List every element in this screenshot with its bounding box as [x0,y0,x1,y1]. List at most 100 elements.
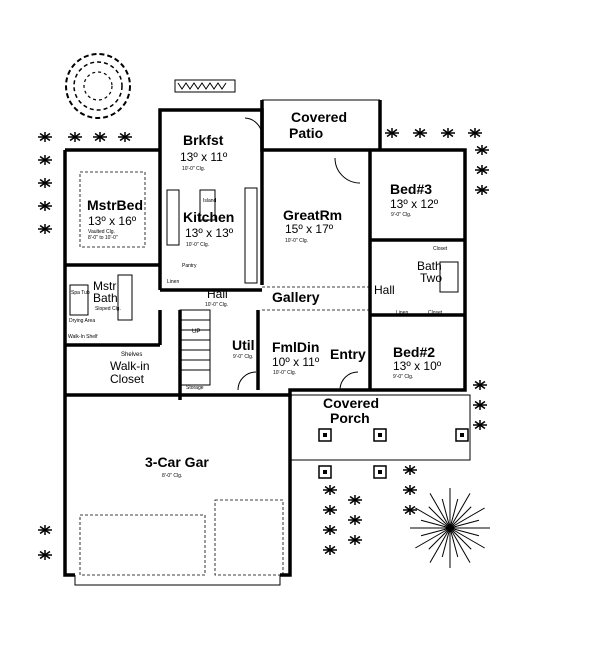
room-name-walk-in-closet: Walk-in [110,359,150,373]
room-name-gallery: Gallery [272,289,320,305]
palm-icon [475,145,489,155]
palm-icon [348,515,362,525]
palm-icon [403,465,417,475]
room-name-mstr-bed: MstrBed [87,197,143,213]
label-walk-in-shelf: Walk-In Shelf [68,334,98,340]
label-closet-bed3: Closet [433,246,448,252]
room-name-great-rm: GreatRm [283,207,342,223]
label-pantry: Pantry [182,263,197,269]
ceiling-great-rm: 10'-0" Clg. [285,238,308,244]
palm-icon [323,485,337,495]
room-name-walk-in-closet-2: Closet [110,372,145,386]
spa-tub [69,284,89,316]
ceiling-garage: 8'-0" Clg. [162,473,182,479]
room-size-brkfst: 13º x 11º [180,150,228,164]
ceiling-range-mstr-bed: 8'-0" to 10'-0" [88,235,118,241]
palm-icon [323,525,337,535]
room-name-covered-porch-2: Porch [330,410,370,426]
room-name-covered-porch: Covered [323,395,379,411]
palm-icon [38,550,52,560]
room-name-covered-patio: Covered [291,109,347,125]
ceiling-fml-din: 10'-0" Clg. [273,370,296,376]
room-name-hall-center: Hall [207,287,228,301]
palm-icon [323,545,337,555]
label-stairs-up: UP [192,329,200,335]
room-name-entry: Entry [330,346,366,362]
room-name-hall-right: Hall [374,283,395,297]
palm-icon [38,178,52,188]
kitchen-counter [166,189,180,246]
room-size-bed3: 13º x 12º [390,197,439,211]
room-name-covered-patio-2: Patio [289,125,323,141]
porch-column [455,428,469,442]
palm-icon [473,380,487,390]
palm-icon [403,485,417,495]
palm-icon [413,128,427,138]
shrub-icon [410,488,490,568]
room-size-kitchen: 13º x 13º [185,226,234,240]
room-name-util: Util [232,337,255,353]
room-name-kitchen: Kitchen [183,209,234,225]
ceiling-util: 9'-0" Clg. [233,354,253,360]
label-linen-bath: Linen [396,310,408,316]
palm-icon [38,525,52,535]
vaulted-ceiling-outline [79,171,146,248]
palm-icon [473,400,487,410]
ceiling-kitchen: 10'-0" Clg. [186,242,209,248]
room-name-bed3: Bed#3 [390,181,432,197]
palm-icon [93,132,107,142]
palm-icon [475,185,489,195]
kitchen-counter [244,187,258,284]
ceiling-brkfst: 10'-0" Clg. [182,166,205,172]
porch-column [373,465,387,479]
room-size-bed2: 13º x 10º [393,359,442,373]
palm-icon [38,155,52,165]
chimney [174,79,236,93]
label-storage: Storage [186,385,204,391]
label-closet-bath: Closet [428,310,443,316]
walls [63,99,467,586]
room-name-brkfst: Brkfst [183,132,224,148]
room-name-mstr-bath: Mstr [93,279,116,293]
vanity [117,274,133,321]
palm-icon [348,495,362,505]
label-linen: Linen [167,279,179,285]
palm-icon [38,201,52,211]
room-size-fml-din: 10º x 11º [272,355,320,369]
garage-door [214,499,284,576]
room-name-fml-din: FmlDin [272,339,319,355]
label-island: Island [203,198,217,204]
room-name-bed2: Bed#2 [393,344,435,360]
porch-column [318,465,332,479]
garage-door [79,514,206,576]
palm-icon [38,224,52,234]
ceiling-mstr-bath: Sloped Clg. [95,306,121,312]
room-name-bath-two: Bath [417,259,442,273]
palm-icon [118,132,132,142]
porch-column [373,428,387,442]
kitchen-island [199,189,216,221]
palm-icon [468,128,482,138]
palm-icon [348,535,362,545]
tree-icon [65,53,131,119]
label-drying-area: Drying Area [69,318,95,324]
stairs[interactable] [179,309,211,386]
room-name-mstr-bath-2: Bath [93,291,118,305]
label-shelves: Shelves [121,352,142,358]
room-size-great-rm: 15º x 17º [285,222,334,236]
label-spa-tub: Spa Tub [71,290,90,296]
bathtub [439,261,459,293]
room-name-bath-two-2: Two [420,271,442,285]
palm-icon [441,128,455,138]
ceiling-mstr-bed: Vaulted Clg. [88,229,115,235]
palm-icon [68,132,82,142]
room-size-mstr-bed: 13º x 16º [88,214,137,228]
room-name-garage: 3-Car Gar [145,454,209,470]
palm-icon [385,128,399,138]
ceiling-bed2: 9'-0" Clg. [393,374,413,380]
palm-icon [473,420,487,430]
ceiling-bed3: 9'-0" Clg. [391,212,411,218]
palm-icon [38,132,52,142]
palm-icon [323,505,337,515]
